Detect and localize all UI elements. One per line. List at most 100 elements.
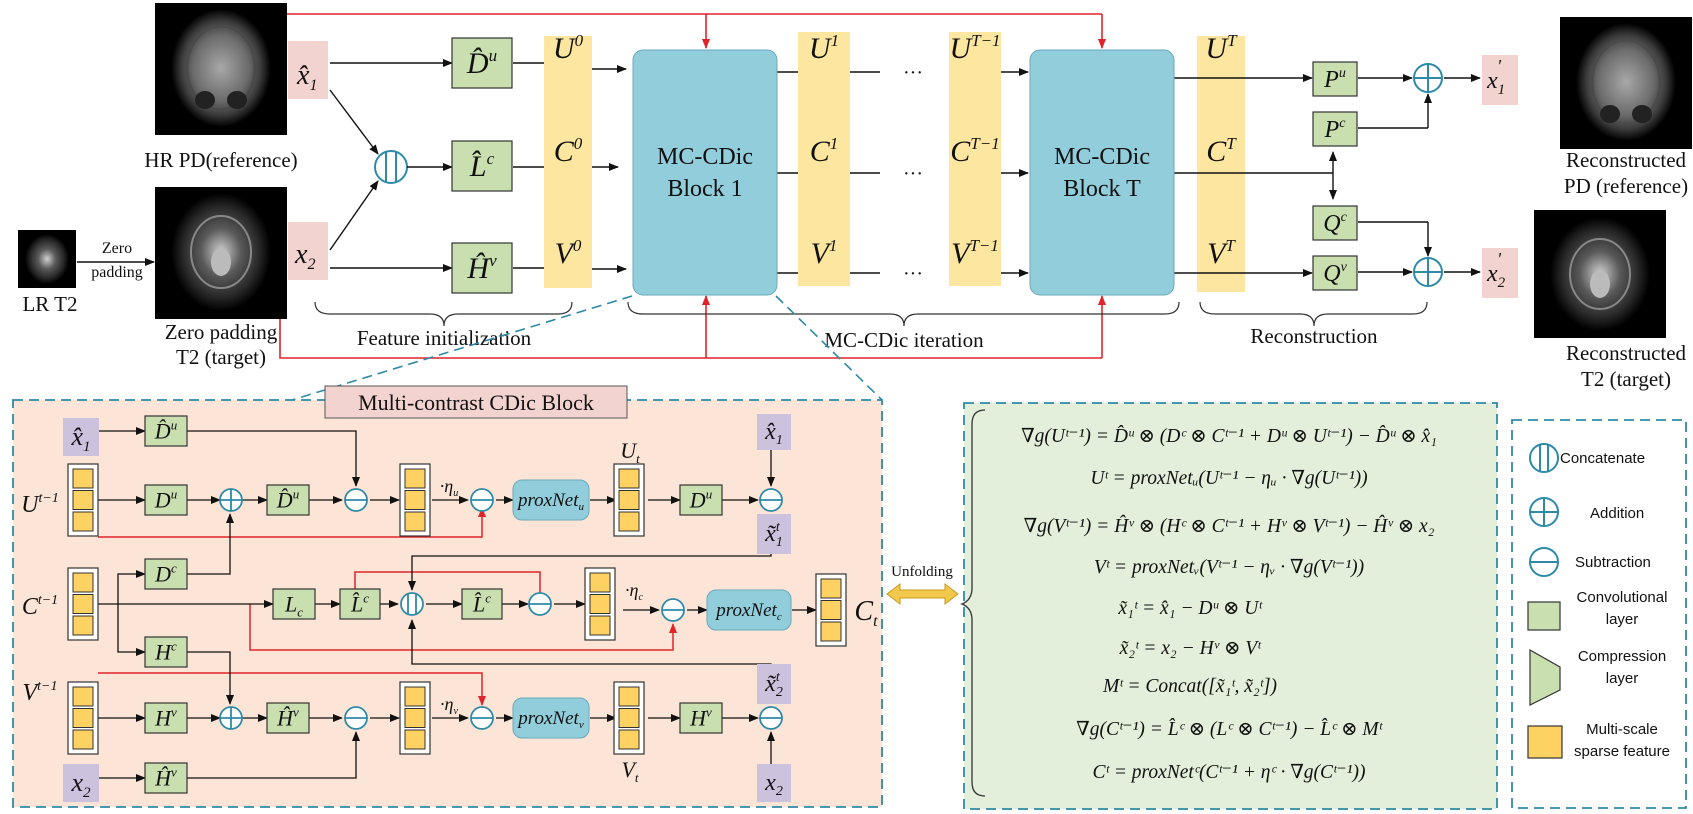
op-q-c-label: Qc	[1323, 210, 1347, 237]
proxnet-u: proxNetu	[512, 479, 590, 521]
legend-subtraction: Subtraction	[1575, 554, 1651, 571]
addition-symbol-bottom	[1413, 257, 1443, 287]
stack-c-out	[815, 573, 847, 647]
block-out-u: Ut	[620, 438, 640, 466]
block-input-v: Vt−1	[22, 679, 57, 706]
feature-label-0-1: C0	[554, 134, 583, 168]
legend-conv-icon	[1527, 601, 1561, 631]
image-hr-pd	[155, 3, 287, 135]
feature-label-t-1: CT	[1206, 134, 1237, 168]
output-x2-box	[1482, 248, 1518, 298]
feature-label-t-2: VT	[1207, 236, 1236, 270]
label-t2-target: T2 (target)	[176, 345, 266, 369]
label-reconstructed-t2-1: Reconstructed	[1566, 341, 1687, 365]
proxnet-c: proxNetc	[706, 589, 792, 631]
block-x2-tilde-box	[757, 664, 791, 704]
sub-u-2	[470, 488, 494, 512]
feature-label-0-0: U0	[553, 31, 584, 65]
sub-u-3	[759, 488, 783, 512]
block-op-h-v-out: Hv	[679, 702, 723, 734]
block-op-l-hat-c-2: L̂c	[461, 588, 503, 620]
add-v	[219, 706, 243, 730]
ellipsis-u: ···	[903, 62, 923, 84]
x1-hat-box	[288, 41, 328, 99]
block-op-h-c-label: Hc	[154, 638, 177, 664]
block-x2-out: x2	[764, 770, 783, 799]
op-q-v-label: Qv	[1323, 260, 1347, 287]
feature-label-0-2: V0	[555, 236, 582, 270]
op-d-hat-u-label: D̂u	[466, 46, 497, 80]
feature-column-t-1	[949, 32, 1001, 286]
image-recon-pd	[1560, 17, 1692, 149]
block-op-d-u: Du	[144, 484, 188, 516]
block-out-c: Ct	[854, 596, 878, 630]
label-reconstruction: Reconstruction	[1250, 324, 1378, 348]
proxnet-u-label: proxNetu	[516, 490, 585, 513]
feature-label-1-0: U1	[809, 31, 839, 65]
block-t-label-b: Block T	[1063, 176, 1141, 202]
legend-panel: Concatenate Addition Subtraction Convolu…	[1511, 419, 1687, 809]
x1-hat-label: x̂1	[296, 60, 317, 94]
block-op-d-hat-u-2-label: D̂u	[276, 486, 300, 512]
block-title-box	[324, 385, 628, 419]
mc-cdic-block-detail: Multi-contrast CDic Block	[12, 385, 883, 808]
op-h-hat-v: Ĥv	[451, 242, 513, 294]
top-pipeline: HR PD(reference) LR T2 Zero padding Zero…	[18, 3, 1692, 391]
block-x2-box	[63, 764, 99, 802]
legend-subtraction-icon	[1529, 547, 1559, 577]
proxnet-v: proxNetv	[512, 697, 590, 739]
equations-panel: ∇g(Uᵗ⁻¹) = D̂ᵘ ⊗ (Dᶜ ⊗ Cᵗ⁻¹ + Dᵘ ⊗ Uᵗ⁻¹)…	[960, 402, 1498, 810]
label-reconstructed-pd-1: Reconstructed	[1566, 148, 1687, 172]
mc-cdic-block-t	[1029, 49, 1175, 296]
op-p-u: Pu	[1312, 61, 1358, 97]
feature-label-tm1-2: VT−1	[951, 236, 999, 270]
equation-7: Mᵗ = Concat([x̃₁ᵗ, x̃₂ᵗ])	[1102, 676, 1277, 697]
block-x1-tilde: x̃1t	[764, 520, 783, 550]
block-op-h-hat-v-2: Ĥv	[144, 762, 188, 794]
block-op-d-u-label: Du	[154, 486, 178, 512]
output-x2-label: x2'	[1486, 249, 1506, 291]
equation-9: Cᵗ = proxNetᶜ(Cᵗ⁻¹ + ηᶜ · ∇g(Cᵗ⁻¹))	[1093, 762, 1366, 783]
block-x1-hat: x̂1	[70, 422, 90, 455]
equation-5: x̃₁ᵗ = x̂₁ − Dᵘ ⊗ Uᵗ	[1117, 598, 1263, 619]
block-x2-out-box	[757, 764, 791, 802]
sub-v-2	[470, 706, 494, 730]
stack-u-mid	[399, 463, 431, 537]
image-lr-t2	[18, 230, 76, 288]
feature-label-tm1-0: UT−1	[949, 31, 1000, 65]
stack-u-out	[613, 463, 645, 537]
feature-label-1-1: C1	[810, 134, 839, 168]
zoom-line-right	[775, 295, 883, 401]
feature-label-1-2: V1	[811, 236, 838, 270]
block-eta-v: ·ηv	[440, 694, 458, 717]
op-q-c: Qc	[1312, 205, 1358, 241]
legend-concat-icon	[1529, 443, 1559, 473]
feature-label-tm1-1: CT−1	[950, 134, 999, 168]
proxnet-v-label: proxNetv	[516, 708, 584, 731]
equation-3: ∇g(Vᵗ⁻¹) = Ĥᵛ ⊗ (Hᶜ ⊗ Cᵗ⁻¹ + Hᵛ ⊗ Vᵗ⁻¹)…	[1024, 515, 1435, 537]
op-p-u-label: Pu	[1323, 66, 1346, 93]
label-reconstructed-pd-2: PD (reference)	[1564, 174, 1688, 198]
equation-4: Vᵗ = proxNetᵥ(Vᵗ⁻¹ − ηᵥ · ∇g(Vᵗ⁻¹))	[1094, 557, 1364, 578]
block-op-l-c: Lc	[272, 588, 316, 620]
feature-column-1	[798, 32, 850, 286]
stack-u-in	[67, 463, 99, 537]
block-x1-hat-box	[63, 418, 99, 456]
label-padding: padding	[91, 264, 143, 281]
block-input-u: Ut−1	[21, 491, 59, 518]
feature-label-t-0: UT	[1205, 31, 1238, 65]
block-op-l-hat-c-label: L̂c	[350, 590, 369, 616]
block-op-d-hat-u: D̂u	[144, 415, 188, 447]
legend-conv-1: Convolutional	[1577, 589, 1668, 606]
label-mc-cdic-iteration: MC-CDic iteration	[824, 328, 984, 352]
label-lr-t2: LR T2	[22, 292, 77, 316]
block-x1-hat-out: x̂1	[764, 419, 783, 448]
label-reconstructed-t2-2: T2 (target)	[1581, 367, 1671, 391]
op-h-hat-v-label: Ĥv	[466, 251, 497, 285]
op-q-v: Qv	[1312, 255, 1358, 291]
block-x2: x2	[70, 768, 91, 801]
legend-compression-1: Compression	[1578, 648, 1666, 665]
block-op-h-hat-v-2-label: Ĥv	[154, 764, 177, 790]
block-op-l-hat-c-2-label: L̂c	[472, 590, 491, 616]
output-x1-label: x1'	[1486, 56, 1505, 98]
